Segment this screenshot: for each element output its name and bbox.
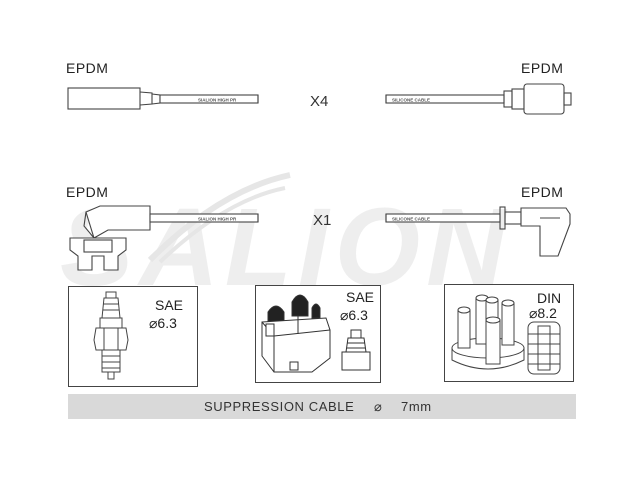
row1-left-print: SIALION HIGH PR [198, 98, 237, 103]
row1-left-label: EPDM [66, 60, 109, 76]
row2-quantity: X1 [313, 212, 332, 229]
row2-right-print: SILICONE CABLE [392, 217, 430, 222]
row2-right-label: EPDM [521, 184, 564, 200]
row2-left-boot-icon [69, 205, 259, 271]
row1-right-label: EPDM [521, 60, 564, 76]
footer-label: SUPPRESSION CABLE [204, 399, 355, 414]
row2-right-boot-icon [385, 206, 571, 257]
panel1-size: ⌀6.3 [149, 315, 177, 331]
row1-quantity: X4 [310, 93, 329, 110]
panel2-size: ⌀6.3 [340, 307, 368, 323]
row1-right-print: SILICONE CABLE [392, 98, 430, 103]
row1-right-boot-icon [385, 83, 572, 115]
panel3-size: ⌀8.2 [529, 305, 557, 321]
panel1-standard: SAE [155, 297, 184, 313]
footer-diameter-value: 7mm [401, 399, 432, 414]
panel3-standard: DIN [537, 290, 562, 306]
suppression-cable-bar: SUPPRESSION CABLE ⌀ 7mm [68, 394, 576, 419]
row2-left-label: EPDM [66, 184, 109, 200]
row2-left-print: SIALION HIGH PR [198, 217, 237, 222]
footer-diameter-symbol: ⌀ [374, 399, 383, 414]
panel-spark-plug: SAE ⌀6.3 [68, 286, 198, 387]
panel2-standard: SAE [346, 289, 375, 305]
row1-left-boot-icon [67, 87, 259, 110]
